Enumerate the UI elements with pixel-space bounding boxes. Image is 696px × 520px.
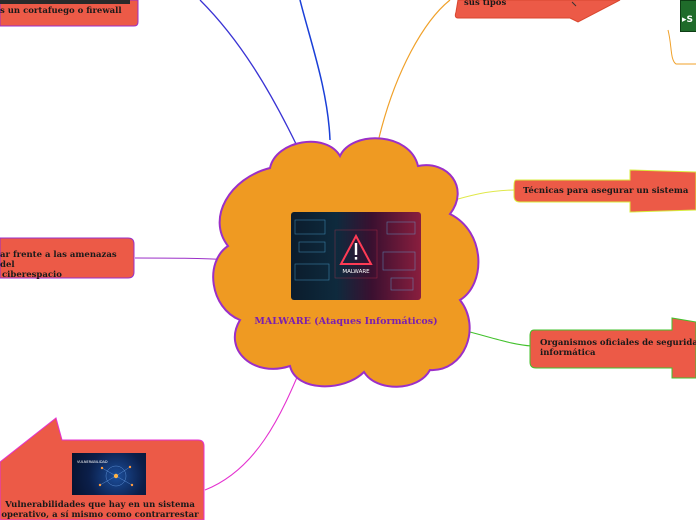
connector-top-right xyxy=(377,0,451,143)
malware-image: MALWARE xyxy=(291,212,421,300)
node-right-2-line1: Organismos oficiales de seguridad xyxy=(540,338,696,348)
connector-top-left xyxy=(199,0,299,149)
node-right-1-label: Técnicas para asegurar un sistema xyxy=(523,186,689,196)
node-left-mid-line2: ciberespacio xyxy=(2,270,62,280)
node-right-1[interactable] xyxy=(513,169,696,213)
node-top-left[interactable] xyxy=(0,0,139,27)
node-right-2[interactable] xyxy=(529,317,696,379)
play-icon: ▸S xyxy=(682,15,693,25)
node-bottom-left-label: Vulnerabilidades que hay en un sistema o… xyxy=(0,500,200,520)
node-top-right-label: sus tipos xyxy=(464,0,507,8)
central-title: MALWARE (Ataques Informáticos) xyxy=(254,316,438,327)
node-left-mid[interactable] xyxy=(0,237,135,279)
vulnerability-image-graphic: VULNERABILIDAD xyxy=(77,460,134,487)
node-bottom-left-line1: Vulnerabilidades que hay en un sistema xyxy=(5,500,195,510)
connector-right-2 xyxy=(469,331,533,347)
connector-top-center xyxy=(299,0,331,141)
node-left-mid-line1: ar frente a las amenazas del xyxy=(0,250,117,270)
node-top-right[interactable] xyxy=(454,0,621,23)
node-right-2-line2: informática xyxy=(540,348,596,358)
node-left-mid-label: ar frente a las amenazas del ciberespaci… xyxy=(0,250,132,280)
warning-triangle-icon xyxy=(339,233,373,265)
node-top-left-label: s un cortafuego o firewall xyxy=(0,6,122,16)
green-thumbnail[interactable]: ▸S xyxy=(680,0,696,32)
node-right-2-label: Organismos oficiales de seguridad inform… xyxy=(540,338,696,358)
node-bottom-left-line2: operativo, a sí mismo como contrarrestar xyxy=(1,510,199,520)
malware-image-text: MALWARE xyxy=(342,269,370,275)
connector-bottom-left xyxy=(204,357,306,491)
vulnerability-image-text: VULNERABILIDAD xyxy=(77,460,108,464)
vulnerability-image: VULNERABILIDAD xyxy=(72,453,146,495)
malware-image-graphic: MALWARE xyxy=(294,219,416,291)
connector-green-right xyxy=(667,29,696,65)
